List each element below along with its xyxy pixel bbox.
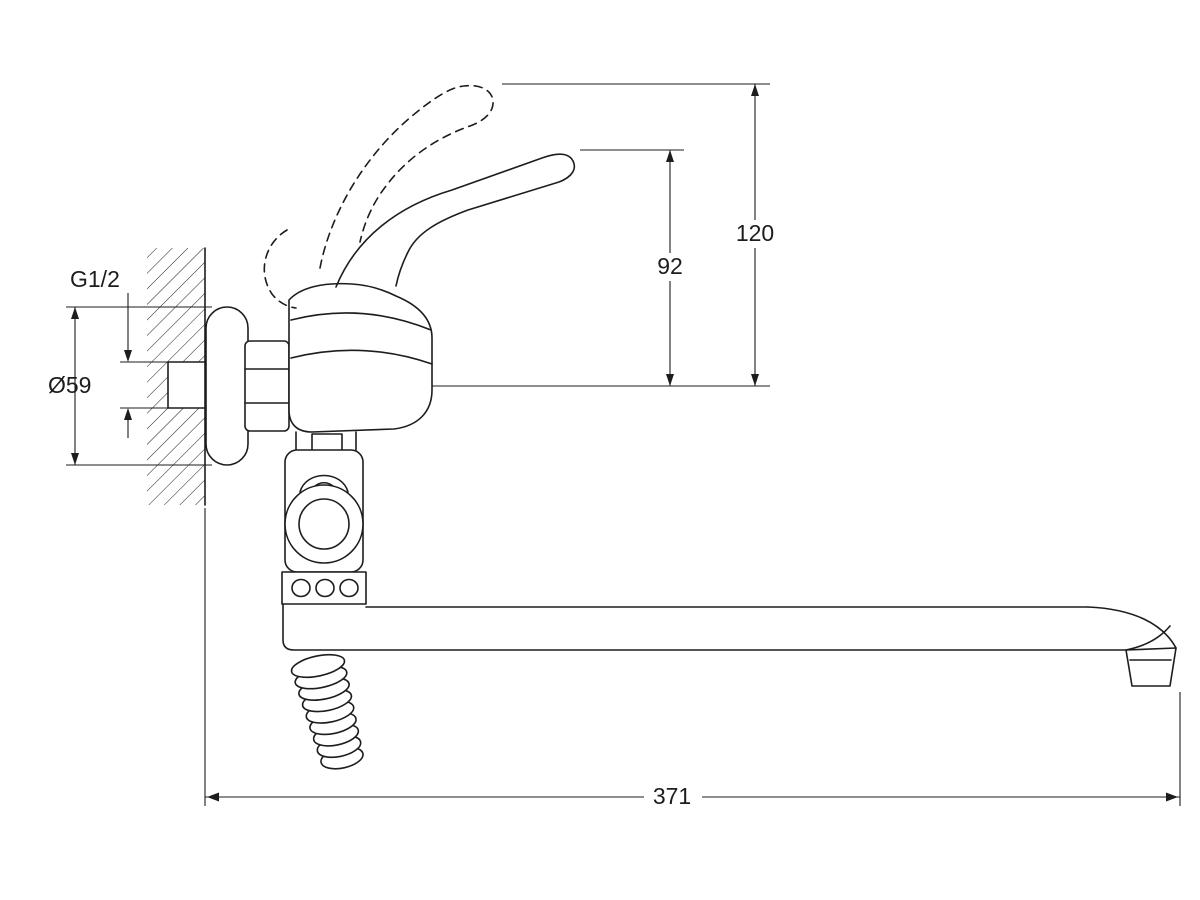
- lever-handle: [335, 153, 576, 288]
- dimension-lever-height: 92: [580, 149, 690, 386]
- knob-grip-outer: [299, 474, 349, 493]
- collar-bead: [315, 578, 335, 598]
- mounting-nut: [244, 340, 290, 432]
- dimension-label-92: 92: [657, 253, 683, 279]
- label-backing: [729, 220, 781, 248]
- arrowhead: [666, 374, 674, 386]
- dimension-label-flange-diameter: Ø59: [48, 372, 91, 398]
- diverter-knob-inner: [298, 498, 350, 550]
- spout-collar: [281, 571, 367, 605]
- label-backing: [644, 782, 702, 810]
- nut-outline: [244, 340, 290, 432]
- aerator: [1125, 647, 1177, 687]
- arrowhead: [71, 453, 79, 465]
- arrowhead: [124, 408, 132, 420]
- dimension-label-371: 371: [653, 783, 691, 809]
- spout-bottom-edge: [282, 603, 1127, 651]
- shower-hose-coil: [290, 653, 364, 770]
- spout: [282, 603, 1177, 687]
- body-seam-lower: [290, 349, 433, 365]
- lever-handle-raised-dashed: [263, 84, 494, 309]
- arrowhead: [207, 792, 219, 802]
- dimension-label-thread: G1/2: [70, 266, 120, 292]
- inlet-pipe: [167, 361, 206, 409]
- collar-bead: [339, 578, 359, 598]
- wall-flange: [205, 306, 249, 466]
- arrowhead: [1166, 792, 1178, 802]
- arrowhead: [751, 84, 759, 96]
- arrowhead: [666, 150, 674, 162]
- collar-bead: [291, 578, 311, 598]
- body-seam-upper: [290, 312, 432, 331]
- dimension-flange-diameter: Ø59: [48, 306, 212, 466]
- arrowhead: [751, 374, 759, 386]
- arrowhead: [124, 350, 132, 362]
- faucet-body: [288, 282, 433, 433]
- arrowhead: [71, 307, 79, 319]
- hose-coil-loop: [290, 653, 346, 679]
- dimension-thread: G1/2: [70, 266, 168, 438]
- spout-bend-inner: [1125, 625, 1171, 651]
- dimension-lever-raised-height: 120: [502, 83, 781, 386]
- lever-raised-outline: [319, 84, 494, 269]
- body-outline: [288, 282, 433, 433]
- dimension-label-120: 120: [736, 220, 774, 246]
- spout-bend-outer: [1087, 606, 1177, 649]
- diverter: [281, 431, 367, 605]
- lever-raised-rear-arc: [263, 229, 297, 309]
- label-backing: [650, 253, 690, 281]
- dimension-spout-length: 371: [204, 508, 1181, 810]
